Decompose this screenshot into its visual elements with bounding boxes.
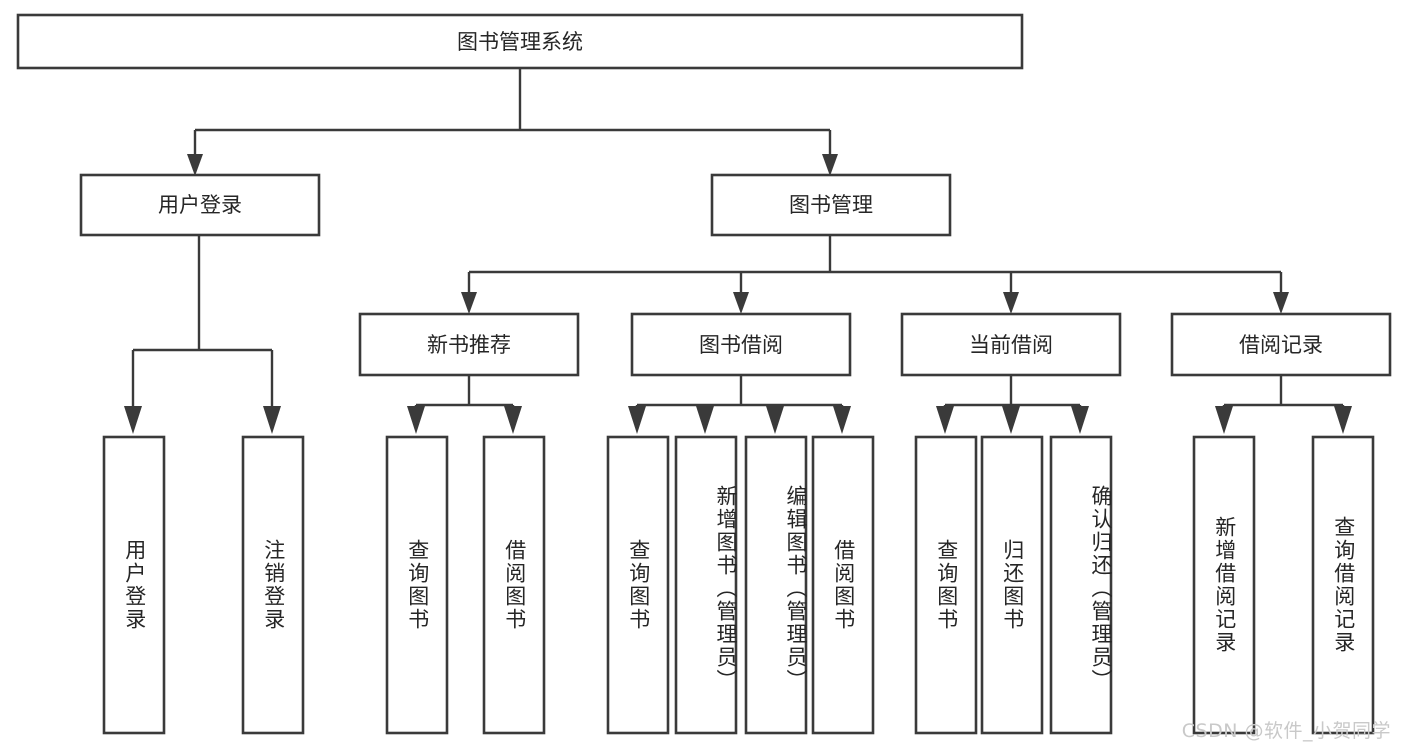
leaf-box-return-book[interactable] bbox=[980, 435, 1044, 735]
arrow-to-book-borrow bbox=[733, 292, 749, 314]
node-new-book-recommend-label: 新书推荐 bbox=[427, 333, 511, 357]
arrow-leaf-query-record bbox=[1334, 406, 1352, 434]
node-book-manage[interactable]: 图书管理 bbox=[710, 173, 952, 237]
arrow-to-book-manage bbox=[822, 154, 838, 176]
node-book-borrow[interactable]: 图书借阅 bbox=[630, 312, 852, 377]
leaf-box-user-login[interactable] bbox=[102, 435, 166, 735]
leaf-box-logout[interactable] bbox=[241, 435, 305, 735]
leaf-box-query-book-2[interactable] bbox=[606, 435, 670, 735]
arrow-leaf-add-book bbox=[696, 406, 714, 434]
arrow-leaf-confirm-return bbox=[1071, 406, 1089, 434]
node-new-book-recommend[interactable]: 新书推荐 bbox=[358, 312, 580, 377]
connector-group-currentborrow-to-leaves bbox=[936, 375, 1089, 434]
node-user-login[interactable]: 用户登录 bbox=[79, 173, 321, 237]
leaf-box-edit-book[interactable] bbox=[744, 435, 808, 735]
node-borrow-record[interactable]: 借阅记录 bbox=[1170, 312, 1392, 377]
node-root-system[interactable]: 图书管理系统 bbox=[16, 13, 1024, 70]
leaf-box-add-record[interactable] bbox=[1192, 435, 1256, 735]
arrow-to-borrow-record bbox=[1273, 292, 1289, 314]
leaf-box-add-book[interactable] bbox=[674, 435, 738, 735]
arrow-leaf-add-record bbox=[1215, 406, 1233, 434]
leaf-box-borrow-book-1[interactable] bbox=[482, 435, 546, 735]
leaf-box-borrow-book-2[interactable] bbox=[811, 435, 875, 735]
leaf-box-query-book-3[interactable] bbox=[914, 435, 978, 735]
arrow-to-user-login bbox=[187, 154, 203, 176]
arrow-to-new-book bbox=[461, 292, 477, 314]
arrow-leaf-query-book-2 bbox=[628, 406, 646, 434]
arrow-leaf-query-book-3 bbox=[936, 406, 954, 434]
node-book-manage-label: 图书管理 bbox=[789, 193, 873, 217]
leaf-box-confirm-return[interactable] bbox=[1049, 435, 1113, 735]
watermark-text: CSDN @软件_小贺同学 bbox=[1181, 720, 1391, 742]
leaf-box-query-record[interactable] bbox=[1311, 435, 1375, 735]
arrow-leaf-user-login bbox=[124, 406, 142, 434]
leaf-boxes bbox=[102, 435, 1375, 735]
leaf-box-query-book-1[interactable] bbox=[385, 435, 449, 735]
arrow-leaf-borrow-book-2 bbox=[833, 406, 851, 434]
node-current-borrow-label: 当前借阅 bbox=[969, 333, 1053, 357]
node-book-borrow-label: 图书借阅 bbox=[699, 333, 783, 357]
connector-group-level2-to-level3 bbox=[461, 235, 1289, 314]
arrow-leaf-logout bbox=[263, 406, 281, 434]
arrow-to-current-borrow bbox=[1003, 292, 1019, 314]
arrow-leaf-query-book-1 bbox=[407, 406, 425, 434]
node-current-borrow[interactable]: 当前借阅 bbox=[900, 312, 1122, 377]
node-borrow-record-label: 借阅记录 bbox=[1239, 333, 1323, 357]
arrow-leaf-edit-book bbox=[766, 406, 784, 434]
connector-group-userlogin-to-leaves bbox=[124, 235, 281, 434]
connector-group-borrowrecord-to-leaves bbox=[1215, 375, 1352, 434]
connector-group-newbook-to-leaves bbox=[407, 375, 522, 434]
connector-group-bookborrow-to-leaves bbox=[628, 375, 851, 434]
connector-group-root-to-level2 bbox=[187, 68, 838, 176]
arrow-leaf-borrow-book-1 bbox=[504, 406, 522, 434]
arrow-leaf-return-book bbox=[1002, 406, 1020, 434]
node-root-system-label: 图书管理系统 bbox=[457, 30, 583, 54]
node-user-login-label: 用户登录 bbox=[158, 193, 242, 217]
